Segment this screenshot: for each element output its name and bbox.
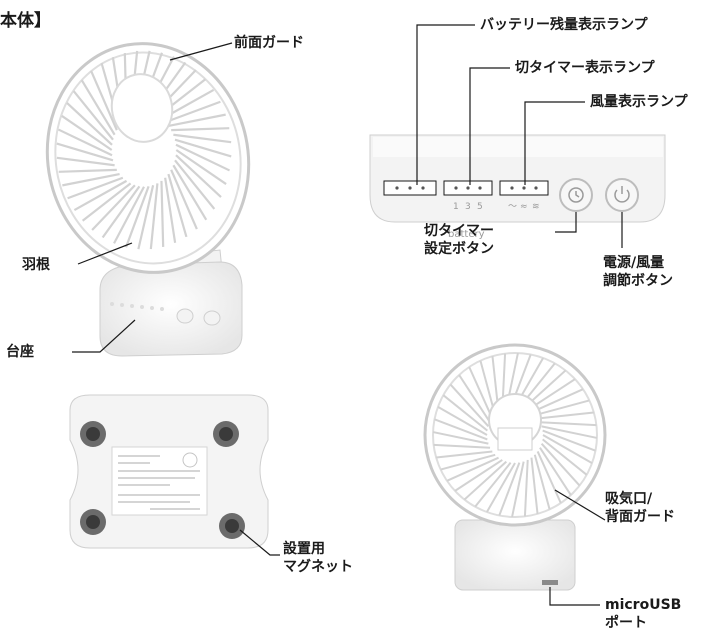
wind-mark: 〜 xyxy=(508,202,518,212)
fan-spoke xyxy=(137,184,155,250)
fan-spoke xyxy=(454,459,503,492)
fan-spoke xyxy=(449,383,490,428)
front-fan-illustration xyxy=(45,42,251,357)
label-intake: 吸気口/ 背面ガード xyxy=(605,491,675,525)
fan-spoke xyxy=(81,182,132,222)
label-timer-button: 切タイマー 設定ボタン xyxy=(424,223,494,257)
fan-spoke xyxy=(541,425,598,439)
back-fan-illustration xyxy=(423,343,607,591)
fan-spoke xyxy=(539,447,572,496)
panel-battery-caption: battery xyxy=(448,229,485,240)
fan-spoke xyxy=(474,462,512,508)
fan-spoke xyxy=(80,79,116,136)
fan-spoke xyxy=(446,456,499,482)
leader-lines xyxy=(72,24,623,606)
control-panel-illustration xyxy=(369,134,666,223)
fan-spoke xyxy=(91,184,136,231)
fan-spoke xyxy=(542,434,593,464)
fan-spoke xyxy=(174,138,232,158)
label-power-button: 電源/風量 調節ボタン xyxy=(603,255,673,289)
label-front-guard: 前面ガード xyxy=(234,35,304,51)
fan-spoke xyxy=(540,442,581,487)
fan-spoke xyxy=(164,177,177,244)
fan-spoke xyxy=(468,366,494,419)
fan-spoke xyxy=(437,406,488,436)
fan-spoke xyxy=(542,438,588,476)
label-wind-lamp: 風量表示ランプ xyxy=(590,94,688,110)
section-title: 本体】 xyxy=(0,11,51,31)
fan-spoke xyxy=(67,176,124,200)
magnet-feet xyxy=(80,421,245,539)
fan-spoke xyxy=(167,173,188,238)
fan-spoke xyxy=(168,113,226,128)
timer-mark: 5 xyxy=(477,202,483,212)
fan-spoke xyxy=(61,115,113,151)
fan-base-front xyxy=(99,261,243,357)
fan-spoke xyxy=(173,133,232,144)
label-magnet: 設置用 マグネット xyxy=(283,541,353,575)
fan-spoke xyxy=(164,100,221,124)
fan-spoke xyxy=(432,431,489,445)
fan-spoke xyxy=(175,149,227,185)
fan-spoke xyxy=(113,186,145,244)
wind-mark: ≈ xyxy=(520,202,528,212)
fan-spoke xyxy=(66,102,113,146)
fan-spoke xyxy=(170,169,198,230)
label-battery-lamp: バッテリー残量表示ランプ xyxy=(480,17,648,33)
label-usb-port: microUSB ポート xyxy=(605,597,682,631)
timer-mark: 3 xyxy=(465,202,471,212)
fan-spoke xyxy=(534,399,590,417)
fan-spoke xyxy=(62,172,120,187)
fan-spoke xyxy=(57,128,113,157)
fan-spoke xyxy=(440,453,496,471)
fan-spoke xyxy=(90,70,118,131)
label-timer-lamp: 切タイマー表示ランプ xyxy=(515,60,655,76)
fan-spoke xyxy=(542,429,596,452)
fan-spoke xyxy=(463,460,508,501)
fan-spoke xyxy=(511,461,525,518)
fan-spoke xyxy=(172,164,208,221)
fan-spoke xyxy=(436,450,493,459)
fan-spoke xyxy=(539,421,597,427)
fan-spoke xyxy=(458,374,491,423)
fan-spoke xyxy=(73,179,128,212)
fan-spoke xyxy=(533,454,551,510)
fan-spoke xyxy=(175,154,222,198)
fan-spoke xyxy=(72,90,114,141)
fan-spoke xyxy=(531,388,584,414)
fan-spoke xyxy=(537,411,594,420)
label-base: 台座 xyxy=(6,344,34,360)
fan-spoke xyxy=(536,451,562,504)
fan-spoke xyxy=(498,462,521,516)
fan-spoke xyxy=(486,462,516,513)
fan-spoke xyxy=(160,180,165,247)
bottom-view-illustration xyxy=(69,394,269,549)
wind-mark: ≋ xyxy=(532,202,540,212)
fan-spoke xyxy=(523,459,529,517)
fan-spoke xyxy=(433,443,491,449)
fan-spoke xyxy=(56,142,114,162)
fan-spoke xyxy=(174,159,216,210)
fan-spoke xyxy=(434,418,488,441)
fan-spoke xyxy=(101,185,141,239)
fan-spoke xyxy=(56,156,115,167)
fan-spoke xyxy=(149,183,159,250)
fan-spoke xyxy=(58,168,117,173)
fan-spoke xyxy=(124,185,150,248)
fan-spoke xyxy=(442,394,488,432)
label-blades: 羽根 xyxy=(22,257,50,273)
timer-mark: 1 xyxy=(453,202,459,212)
fan-spoke xyxy=(171,127,230,132)
fan-spoke xyxy=(530,457,539,514)
fan-spoke xyxy=(175,143,231,172)
